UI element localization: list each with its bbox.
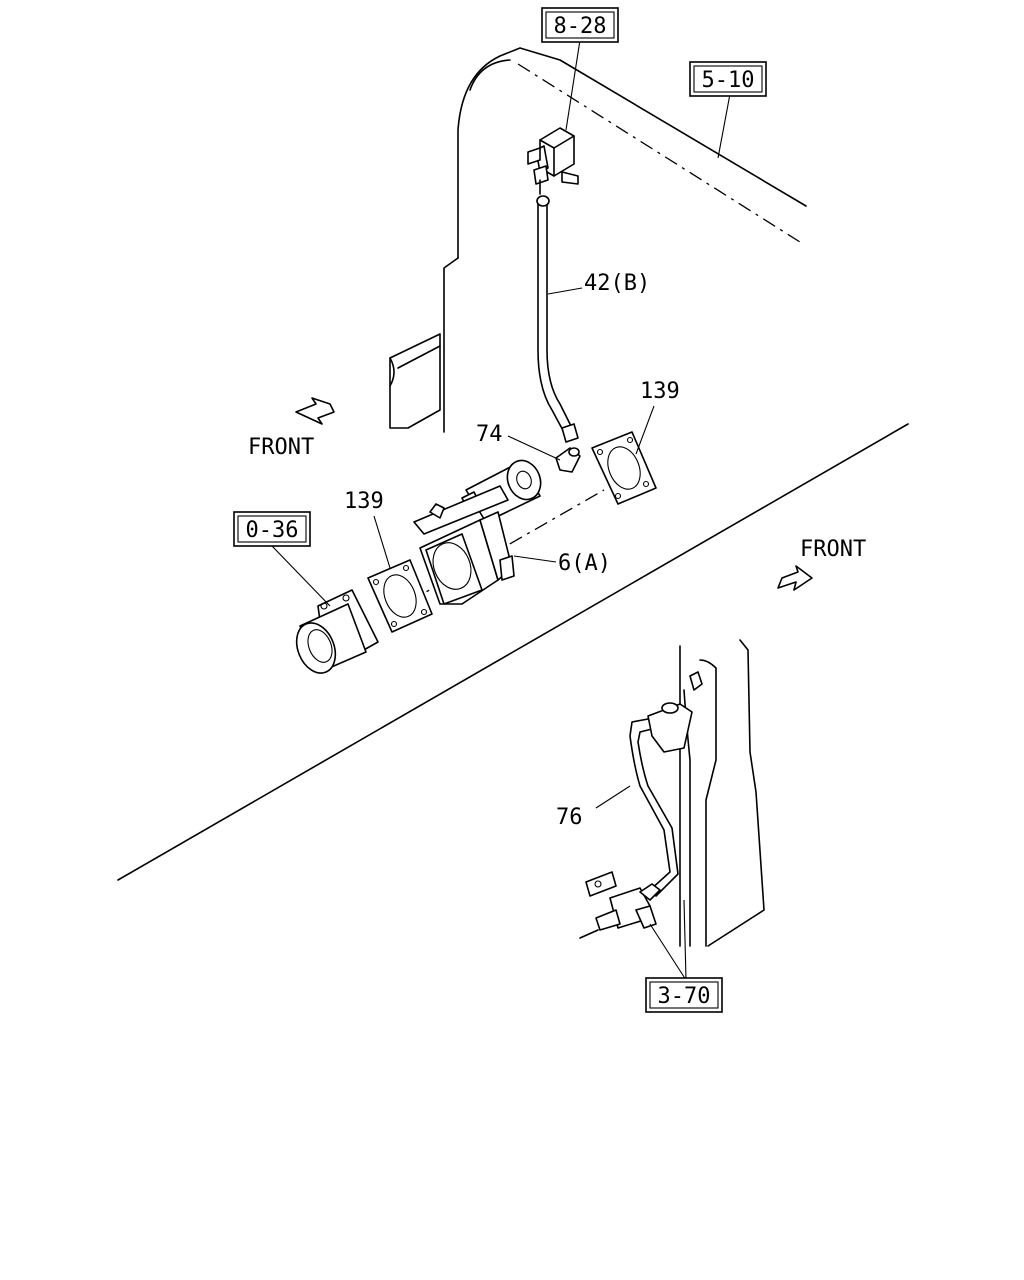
front-arrow-left-icon — [295, 397, 335, 425]
cylinder-assembly-6a — [413, 459, 542, 605]
part-label-139-lower: 139 — [344, 489, 384, 514]
ref-box-3-70: 3-70 — [645, 977, 723, 1013]
part-label-139-upper: 139 — [640, 379, 680, 404]
front-label-right: FRONT — [800, 537, 866, 562]
elbow-74 — [555, 447, 581, 473]
front-label-left: FRONT — [248, 435, 314, 460]
ref-box-8-28: 8-28 — [541, 7, 619, 43]
part-label-6a: 6(A) — [558, 551, 611, 576]
ref-box-0-36: 0-36 — [233, 511, 311, 547]
part-label-74: 74 — [476, 422, 503, 447]
solenoid-valve — [527, 127, 579, 195]
gasket-139-lower — [367, 559, 433, 633]
ref-box-5-10: 5-10 — [689, 61, 767, 97]
ref-label-3-70: 3-70 — [658, 984, 711, 1009]
booster-0-36 — [295, 589, 379, 674]
pipe-76 — [629, 702, 693, 897]
front-arrow-right-icon — [777, 565, 813, 591]
hose-42b — [536, 195, 579, 443]
frame-rail-stub — [389, 333, 441, 429]
lower-frame-member — [679, 639, 765, 947]
gasket-139-upper — [591, 431, 657, 505]
ref-label-0-36: 0-36 — [246, 518, 299, 543]
body-panel-outline — [443, 47, 807, 433]
frame-diagonal-line — [117, 423, 909, 881]
leader-lines — [271, 39, 731, 981]
part-label-42b: 42(B) — [584, 271, 650, 296]
part-label-76: 76 — [556, 805, 583, 830]
ref-label-5-10: 5-10 — [702, 68, 755, 93]
tee-fitting-3-70 — [579, 871, 661, 939]
ref-label-8-28: 8-28 — [554, 14, 607, 39]
